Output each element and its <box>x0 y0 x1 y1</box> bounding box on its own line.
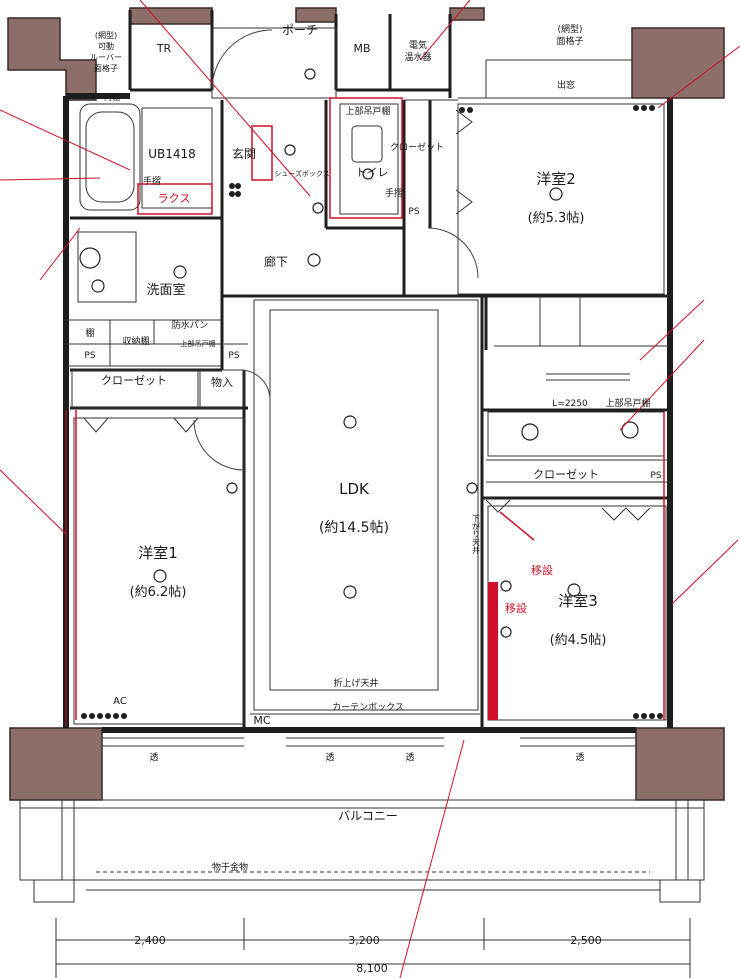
label-shoes-box: シューズボックス <box>274 169 329 178</box>
label-waterproof-pan: 防水パン <box>172 319 208 331</box>
label-mc: MC <box>253 714 270 727</box>
dimension-center: 3,200 <box>348 934 380 947</box>
label-western3: 洋室3 <box>558 592 598 610</box>
label-relocated-2: 移設 <box>505 601 527 615</box>
label-closet-3: クローゼット <box>533 468 599 481</box>
label-western2-area: (約5.3帖) <box>528 211 585 226</box>
label-drying-hardware: 物干金物 <box>212 861 248 873</box>
label-ldk-area: (約14.5帖) <box>319 520 389 536</box>
label-mb: MB <box>353 42 370 55</box>
label-lattice: 面格子 <box>556 35 583 47</box>
label-handrail: 手摺 <box>143 175 161 187</box>
label-ps-2: PS <box>84 351 95 361</box>
label-western2: 洋室2 <box>536 170 576 188</box>
label-transparent-2: 透 <box>325 752 334 763</box>
label-ps-1: PS <box>408 207 419 217</box>
label-bay-window: 出窓 <box>557 79 575 91</box>
label-upper-cabinet-kitchen: 上部吊戸棚 <box>605 397 650 409</box>
label-lattice-left-3: ルーバー <box>90 53 122 62</box>
label-ldk: LDK <box>339 480 370 498</box>
dimension-total: 8,100 <box>356 962 388 975</box>
dimension-left: 2,400 <box>134 934 166 947</box>
label-drop-ceiling: 下がり天井 <box>472 514 481 555</box>
label-western1: 洋室1 <box>138 544 178 562</box>
label-porch: ポーチ <box>282 23 318 37</box>
structural-column-top-right <box>631 27 725 99</box>
label-relocated-1: 移設 <box>531 563 553 577</box>
label-upper-cabinet: 上部吊戸棚 <box>345 105 390 117</box>
label-shelf: 棚 <box>85 327 94 339</box>
structural-wall-top-left <box>7 17 97 101</box>
label-ub-shelf: 内棚 <box>104 92 120 102</box>
label-ps-3: PS <box>228 351 239 361</box>
structural-column-bottom-left <box>9 727 103 801</box>
label-western1-area: (約6.2帖) <box>130 585 187 600</box>
label-transparent-3: 透 <box>405 752 414 763</box>
label-ac: AC <box>113 696 127 707</box>
label-ps-4: PS <box>650 471 661 481</box>
label-toilet-handrail: 手摺 <box>385 187 403 199</box>
label-lattice-left-1: (網型) <box>95 30 117 40</box>
label-toilet: トイレ <box>356 166 389 179</box>
label-balcony: バルコニー <box>338 809 398 823</box>
label-water-heater-1: 電気 <box>409 39 427 51</box>
label-closet-vertical: クローゼット <box>390 141 444 153</box>
structural-column-bottom-right <box>635 727 725 801</box>
label-corridor: 廊下 <box>264 254 288 269</box>
label-closet-1: クローゼット <box>101 374 167 387</box>
label-transparent-1: 透 <box>149 752 158 763</box>
label-genkan: 玄関 <box>232 146 256 161</box>
dimension-right: 2,500 <box>570 934 602 947</box>
label-l-size: L=2250 <box>552 399 588 409</box>
label-storage: 物入 <box>211 375 233 389</box>
label-folded-ceiling: 折上げ天井 <box>333 677 378 689</box>
label-lattice-left-4: 面格子 <box>94 63 118 73</box>
label-ub: UB1418 <box>148 147 196 161</box>
relocated-wall-highlight <box>488 582 498 720</box>
label-lattice-left-2: 可動 <box>98 42 114 51</box>
label-storage-shelf: 収納棚 <box>122 335 149 347</box>
label-washroom: 洗面室 <box>146 282 185 298</box>
label-tr: TR <box>156 42 172 55</box>
label-western3-area: (約4.5帖) <box>550 633 607 648</box>
label-water-heater-2: 温水器 <box>404 51 431 63</box>
label-transparent-4: 透 <box>575 752 584 763</box>
label-lattice-type: (網型) <box>557 23 582 35</box>
label-rakusu: ラクス <box>158 192 191 205</box>
label-upper-cabinet-small: 上部吊戸棚 <box>181 339 216 348</box>
label-curtain-box: カーテンボックス <box>332 702 404 713</box>
